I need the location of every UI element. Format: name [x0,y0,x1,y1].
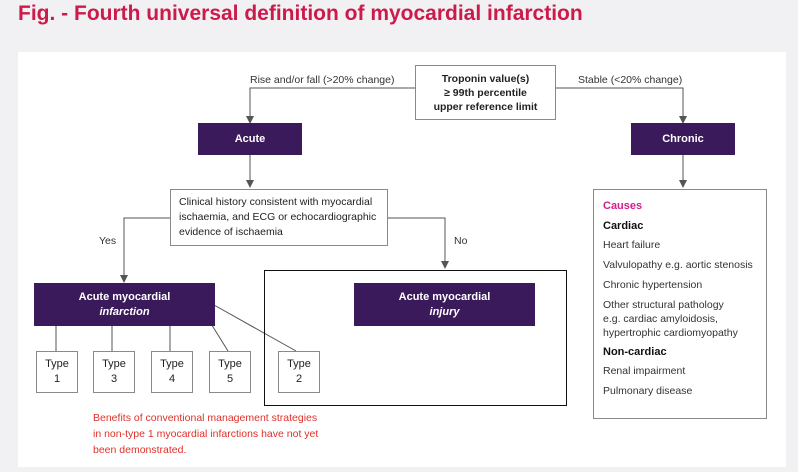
troponin-line-2: ≥ 99th percentile [444,86,527,99]
type-2-box: Type 2 [278,351,320,393]
cause-item: Chronic hypertension [603,279,703,291]
troponin-line-1: Troponin value(s) [441,72,530,85]
acute-box: Acute [198,123,302,155]
acute-mi-line-1: Acute myocardial [78,291,171,303]
management-note: Benefits of conventional management stra… [93,412,319,456]
non-ischaemic-group-box [264,270,567,406]
type-number: 5 [226,373,234,385]
label-yes: Yes [99,235,117,247]
type-number: 1 [53,373,61,385]
acute-injury-line-2: injury [429,306,460,318]
figure-title: Fig. - Fourth universal definition of my… [18,2,583,25]
chronic-box: Chronic [631,123,735,155]
acute-injury-line-1: Acute myocardial [398,291,491,303]
type-5-box: Type 5 [209,351,251,393]
type-word: Type [45,358,69,370]
troponin-line-3: upper reference limit [433,100,538,113]
acute-mi-box: Acute myocardial infarction [34,283,215,326]
cause-item: Heart failure [603,239,661,251]
clinical-history-box: Clinical history consistent with myocard… [170,189,388,246]
type-number: 4 [168,373,176,385]
noncardiac-heading: Non-cardiac [603,346,667,358]
acute-label: Acute [234,133,266,145]
acute-injury-box: Acute myocardial injury [354,283,535,326]
type-word: Type [102,358,126,370]
cardiac-heading: Cardiac [603,220,644,232]
cause-item: Pulmonary disease [603,385,693,397]
label-no: No [454,235,468,247]
type-3-box: Type 3 [93,351,135,393]
cause-item: Renal impairment [603,365,686,377]
chronic-label: Chronic [662,133,704,145]
cause-item: Other structural pathology e.g. cardiac … [603,299,738,339]
type-word: Type [160,358,184,370]
troponin-box: Troponin value(s) ≥ 99th percentile uppe… [415,65,556,120]
label-rise-fall: Rise and/or fall (>20% change) [250,74,395,86]
type-number: 2 [295,373,303,385]
causes-box: Causes Cardiac Heart failure Valvulopath… [593,189,767,419]
type-4-box: Type 4 [151,351,193,393]
type-number: 3 [110,373,118,385]
cause-item: Valvulopathy e.g. aortic stenosis [603,259,753,271]
acute-mi-line-2: infarction [99,306,150,318]
type-word: Type [218,358,242,370]
causes-heading: Causes [603,200,643,212]
type-1-box: Type 1 [36,351,78,393]
type-word: Type [287,358,311,370]
label-stable: Stable (<20% change) [578,74,683,86]
